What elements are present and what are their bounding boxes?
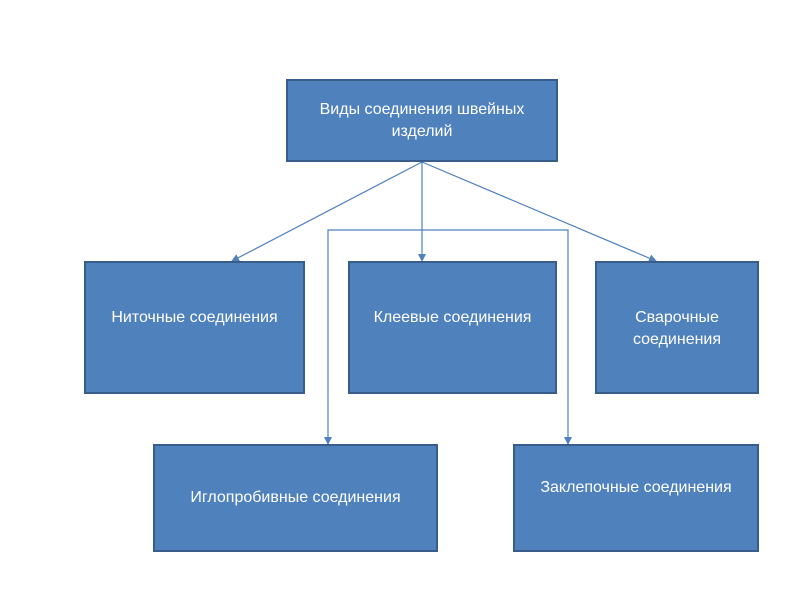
glue-joints-label: Клеевые соединения (373, 309, 532, 326)
root-node: Виды соединения швейных изделий (286, 79, 558, 162)
thread-joints-node: Ниточные соединения (84, 261, 305, 394)
rivet-joints-label: Заклепочные соединения (540, 479, 732, 496)
connector-root-rivet (422, 229, 572, 445)
weld-joints-node: Сварочные соединения (595, 261, 759, 394)
connector-root-needle (324, 229, 422, 445)
rivet-joints-node: Заклепочные соединения (513, 444, 759, 552)
needle-punch-joints-node: Иглопробивные соединения (153, 444, 438, 552)
needle-punch-joints-label: Иглопробивные соединения (190, 489, 401, 506)
weld-joints-label: Сварочные соединения (632, 309, 722, 348)
thread-joints-label: Ниточные соединения (111, 309, 278, 326)
connector-root-thread (231, 161, 423, 262)
root-node-label: Виды соединения швейных изделий (319, 100, 525, 140)
glue-joints-node: Клеевые соединения (348, 261, 557, 394)
connector-root-weld (421, 161, 657, 262)
